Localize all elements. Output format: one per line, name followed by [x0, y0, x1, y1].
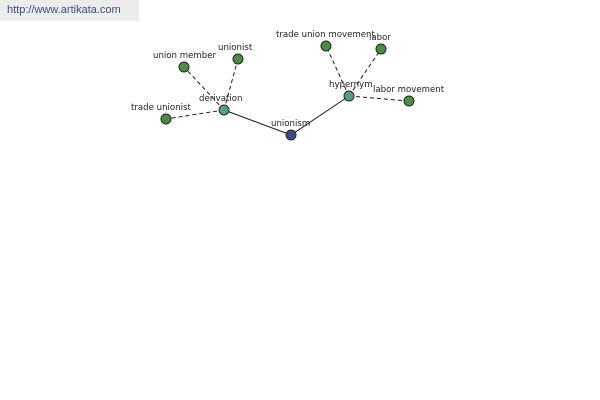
node-trade-unionist[interactable]: [160, 113, 172, 125]
label-unionism: unionism: [271, 119, 310, 129]
edge-derivation-to-unionist: [223, 58, 239, 111]
node-unionism[interactable]: [285, 129, 297, 141]
node-unionist[interactable]: [232, 53, 244, 65]
label-relation-derivation: derivation: [199, 94, 242, 104]
label-labor: labor: [369, 33, 391, 43]
label-labor-movement: labor movement: [373, 85, 445, 95]
label-trade-union-movement: trade union movement: [276, 30, 375, 40]
edge-hypernym-to-labor: [348, 48, 382, 97]
edge-hypernym-to-labor-movement: [348, 95, 410, 102]
node-relation-hypernym[interactable]: [343, 90, 355, 102]
graph-nodes: [160, 40, 415, 141]
edge-hypernym-to-trade-union-movement: [325, 45, 350, 97]
label-unionist: unionist: [218, 43, 253, 53]
node-union-member[interactable]: [178, 61, 190, 73]
edge-derivation-to-trade-unionist: [165, 109, 225, 120]
graph-edges: [165, 45, 410, 136]
node-relation-derivation[interactable]: [218, 104, 230, 116]
label-union-member: union member: [153, 51, 216, 61]
edge-root-to-derivation: [223, 109, 292, 136]
node-labor-movement[interactable]: [403, 95, 415, 107]
node-trade-union-movement[interactable]: [320, 40, 332, 52]
label-trade-unionist: trade unionist: [131, 103, 191, 113]
source-url-link[interactable]: http://www.artikata.com: [0, 0, 139, 21]
label-relation-hypernym: hypernym: [329, 80, 373, 90]
edge-root-to-hypernym: [290, 95, 350, 136]
edge-derivation-to-union-member: [183, 66, 225, 111]
node-labor[interactable]: [375, 43, 387, 55]
